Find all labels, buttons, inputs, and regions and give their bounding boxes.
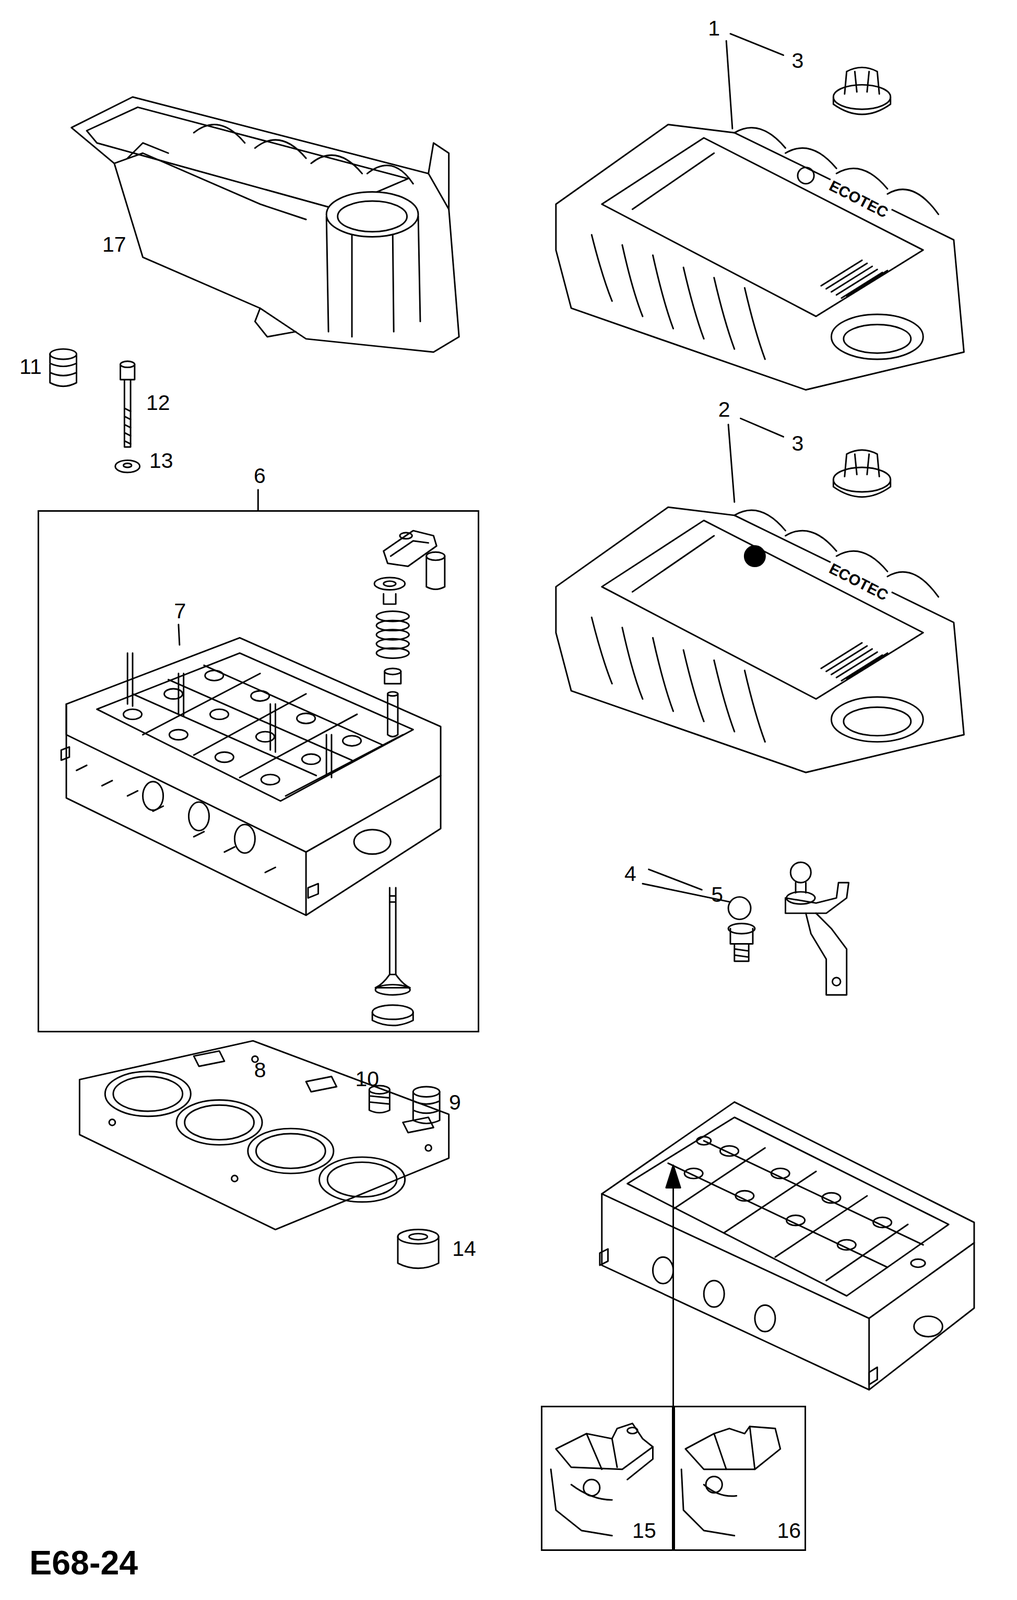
- ball-stud-bracket: [728, 861, 849, 995]
- engine-cover-front-alt: [556, 506, 965, 773]
- callout-number: 9: [448, 1092, 461, 1114]
- callout-number: 7: [174, 600, 187, 623]
- callout-number: 12: [146, 392, 171, 414]
- engine-cover-front: [556, 124, 965, 390]
- callout-number: 11: [19, 356, 42, 378]
- dowel-sleeves: [369, 1085, 440, 1269]
- engine-cover-rear: [71, 97, 459, 352]
- logo-text: ECOTEC: [825, 559, 893, 604]
- callout-number: 8: [254, 1059, 267, 1081]
- callout-number: 5: [711, 883, 724, 906]
- callout-number: 2: [718, 399, 731, 421]
- callout-number: 3: [791, 50, 804, 73]
- callout-number: 14: [452, 1237, 477, 1260]
- cylinder-head: [599, 1101, 975, 1390]
- callout-number: 3: [791, 432, 804, 455]
- logo-text: ECOTEC: [825, 176, 893, 221]
- callout-number: 15: [632, 1519, 657, 1542]
- small-parts: [50, 348, 140, 472]
- head-gasket: [79, 1040, 449, 1229]
- view-arrow: [666, 1164, 681, 1406]
- callout-number: 16: [777, 1519, 802, 1542]
- cover-grommet: [833, 67, 891, 498]
- cylinder-head-assembly: [61, 637, 441, 915]
- valve-train-parts: [372, 530, 445, 1026]
- callout-number: 4: [624, 863, 637, 885]
- figure-code: E68-24: [29, 1545, 138, 1580]
- detail-sketches: [550, 1423, 781, 1536]
- detail-panel: 15: [540, 1405, 674, 1551]
- callout-number: 13: [149, 450, 174, 472]
- callout-number: 1: [707, 17, 720, 40]
- detail-panel: 16: [673, 1405, 807, 1551]
- assembly-frame: 67: [37, 510, 480, 1033]
- callout-number: 10: [355, 1068, 380, 1091]
- callout-number: 6: [253, 465, 266, 487]
- callout-number: 17: [102, 233, 127, 256]
